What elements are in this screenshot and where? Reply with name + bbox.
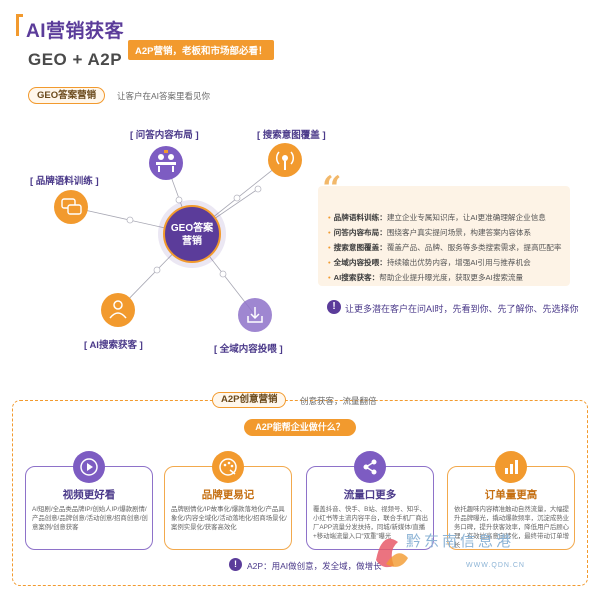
bar-chart-icon (495, 451, 527, 483)
node-label-content-feed: [ 全域内容投喂 ] (214, 344, 283, 355)
card-title: 视频更好看 (62, 489, 116, 501)
palette-icon (212, 451, 244, 483)
person-icon (101, 293, 135, 327)
a2p-section (12, 400, 588, 586)
page-subtitle: GEO + A2P (28, 50, 123, 69)
broadcast-icon (268, 143, 302, 177)
watermark-text: 黔东南信息港 (406, 532, 515, 550)
geo-bullet-list: 品牌语料训练：建立企业专属知识库，让AI更准确理解企业信息 问答内容布局：围绕客… (328, 210, 568, 285)
page-title: AI营销获客 (26, 21, 125, 42)
list-item: 品牌语料训练：建立企业专属知识库，让AI更准确理解企业信息 (328, 210, 568, 225)
play-icon (73, 451, 105, 483)
geo-diagram-svg: GEO答案 营销 (54, 143, 302, 332)
card-body: 品牌剧情化/IP故事化/爆款落地化/产品具象化/内容全域化/活动落地化/招商场景… (171, 506, 287, 531)
node-label-qa-layout: [ 问答内容布局 ] (130, 130, 199, 141)
card-body: 覆盖抖音、快手、B站、视频号、知乎、小红书等主流内容平台，联合手机厂商出厂APP… (313, 506, 429, 540)
quote-icon: “ (322, 169, 342, 209)
node-label-brand-corpus: [ 品牌语料训练 ] (30, 176, 99, 187)
card-video: 视频更好看 AI短剧/全品类品牌IP/创始人IP/爆款剧情/产品创意/品牌创意/… (25, 451, 153, 550)
geo-center-node: GEO答案 营销 (158, 200, 226, 268)
card-title: 流量口更多 (343, 489, 397, 501)
node-label-ai-search: [ AI搜索获客 ] (84, 340, 143, 351)
node-label-search-intent: [ 搜索意图覆盖 ] (257, 130, 326, 141)
geo-alert-text: 让更多潜在客户在问AI时，先看到你、先了解你、先选择你 (345, 304, 579, 314)
card-title: 订单量更高 (484, 489, 538, 501)
card-traffic: 流量口更多 覆盖抖音、快手、B站、视频号、知乎、小红书等主流内容平台，联合手机厂… (306, 451, 434, 550)
exclamation-icon: ! (327, 300, 341, 314)
list-item: 问答内容布局：围绕客户真实提问场景，构建答案内容体系 (328, 225, 568, 240)
share-icon (354, 451, 386, 483)
center-label-1: GEO答案 (171, 221, 214, 234)
a2p-section-desc: 创意获客，流量翻倍 (300, 396, 377, 406)
watermark-logo (376, 538, 408, 568)
list-item: 全域内容投喂：持续输出优势内容，增强AI引用与推荐机会 (328, 255, 568, 270)
list-item: AI搜索获客：帮助企业提升曝光度，获取更多AI搜索流量 (328, 270, 568, 285)
a2p-question-pill: A2P能帮企业做什么？ (244, 419, 356, 436)
chat-bubbles-icon (54, 190, 88, 224)
watermark-url: WWW.QDN.CN (466, 562, 525, 569)
card-body: AI短剧/全品类品牌IP/创始人IP/爆款剧情/产品创意/品牌创意/活动创意/招… (32, 506, 148, 531)
list-item: 搜索意图覆盖：覆盖产品、品牌、服务等多类搜索需求，提高匹配率 (328, 240, 568, 255)
card-orders: 订单量更高 依托趣味内容精准触动自然流量，大幅提升品牌曝光，撬动爆款频率，沉淀成… (447, 451, 575, 550)
exclamation-icon: ! (229, 558, 242, 571)
title-bracket (16, 14, 23, 36)
header-badge: A2P营销，老板和市场部必看！ (128, 40, 275, 60)
card-title: 品牌更易记 (201, 489, 255, 501)
geo-diagram: GEO答案 营销 (0, 115, 326, 365)
geo-section-desc: 让客户在AI答案里看见你 (117, 91, 211, 101)
a2p-section-tag: A2P创意营销 (212, 392, 287, 408)
download-tray-icon (238, 298, 272, 332)
card-brand: 品牌更易记 品牌剧情化/IP故事化/爆款落地化/产品具象化/内容全域化/活动落地… (164, 451, 292, 550)
center-label-2: 营销 (182, 234, 202, 247)
qa-people-icon (149, 146, 183, 180)
a2p-footer-text: A2P：用AI做创意，发全域，做增长 (247, 561, 382, 571)
geo-section-tag: GEO答案营销 (28, 87, 106, 104)
card-body: 依托趣味内容精准触动自然流量，大幅提升品牌曝光，撬动爆款频率，沉淀成熟业务口碑，… (454, 506, 570, 549)
